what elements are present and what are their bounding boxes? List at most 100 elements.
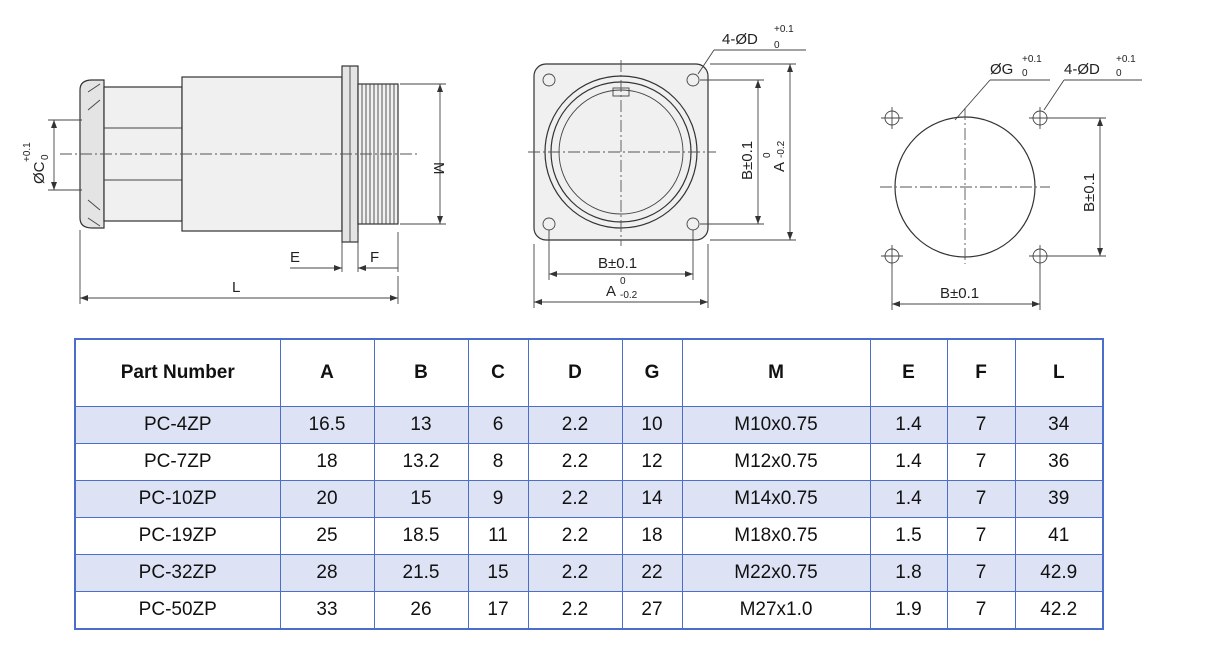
table-cell: 2.2 xyxy=(527,443,623,481)
cutout-g-label: ØG xyxy=(990,61,1013,78)
part-number-cell: PC-10ZP xyxy=(74,480,281,518)
dim-c-tol: +0.1 xyxy=(22,142,33,162)
table-cell: M14x0.75 xyxy=(681,480,871,518)
column-header: F xyxy=(946,338,1016,407)
table-cell: 21.5 xyxy=(373,554,469,592)
front-dim-b-v: B±0.1 xyxy=(739,141,756,180)
table-cell: 9 xyxy=(467,480,529,518)
side-view: ØC +0.1 0 M E F L xyxy=(22,65,447,304)
table-cell: 6 xyxy=(467,406,529,444)
table-cell: 39 xyxy=(1014,480,1104,518)
table-cell: 18 xyxy=(621,517,683,555)
table-cell: 22 xyxy=(621,554,683,592)
table-cell: 42.2 xyxy=(1014,591,1104,630)
column-header: L xyxy=(1014,338,1104,407)
table-cell: 18.5 xyxy=(373,517,469,555)
table-cell: 2.2 xyxy=(527,480,623,518)
table-cell: 1.4 xyxy=(869,443,948,481)
front-hole-label: 4-ØD xyxy=(722,31,758,48)
table-cell: 7 xyxy=(946,554,1016,592)
cutout-hole-tol: +0.1 xyxy=(1116,54,1136,65)
table-cell: 34 xyxy=(1014,406,1104,444)
table-cell: 42.9 xyxy=(1014,554,1104,592)
table-cell: M22x0.75 xyxy=(681,554,871,592)
table-cell: 7 xyxy=(946,443,1016,481)
table-cell: 14 xyxy=(621,480,683,518)
dim-m-label: M xyxy=(430,162,447,175)
table-cell: 7 xyxy=(946,480,1016,518)
table-cell: M12x0.75 xyxy=(681,443,871,481)
dim-f-label: F xyxy=(370,249,379,266)
table-cell: 7 xyxy=(946,591,1016,630)
table-cell: 13 xyxy=(373,406,469,444)
front-view: 4-ØD +0.1 0 B±0.1 A 0 -0.2 B±0.1 A 0 -0. xyxy=(528,24,806,308)
column-header: C xyxy=(467,338,529,407)
table-cell: 13.2 xyxy=(373,443,469,481)
table-cell: 17 xyxy=(467,591,529,630)
front-dim-b-h: B±0.1 xyxy=(598,255,637,272)
table-cell: 33 xyxy=(279,591,375,630)
table-cell: 7 xyxy=(946,406,1016,444)
front-dim-a-h-tol2: -0.2 xyxy=(620,290,638,301)
column-header: Part Number xyxy=(74,338,281,407)
table-cell: 2.2 xyxy=(527,591,623,630)
front-dim-a-h: A xyxy=(606,283,616,300)
table-cell: 18 xyxy=(279,443,375,481)
cutout-g-tol2: 0 xyxy=(1022,68,1028,79)
column-header: M xyxy=(681,338,871,407)
part-number-cell: PC-50ZP xyxy=(74,591,281,630)
table-cell: 1.4 xyxy=(869,480,948,518)
cutout-dim-b-v: B±0.1 xyxy=(1081,173,1098,212)
dim-l-label: L xyxy=(232,279,240,296)
front-dim-a-v: A xyxy=(771,162,788,172)
table-cell: 1.9 xyxy=(869,591,948,630)
table-cell: 26 xyxy=(373,591,469,630)
part-number-cell: PC-32ZP xyxy=(74,554,281,592)
dim-c-label: ØC xyxy=(31,161,48,184)
part-number-cell: PC-7ZP xyxy=(74,443,281,481)
table-cell: 2.2 xyxy=(527,406,623,444)
cutout-hole-label: 4-ØD xyxy=(1064,61,1100,78)
cutout-dim-b-h: B±0.1 xyxy=(940,285,979,302)
table-cell: 2.2 xyxy=(527,517,623,555)
table-cell: 10 xyxy=(621,406,683,444)
technical-drawing: ØC +0.1 0 M E F L xyxy=(22,24,1142,310)
table-cell: 12 xyxy=(621,443,683,481)
table-cell: 28 xyxy=(279,554,375,592)
table-cell: M10x0.75 xyxy=(681,406,871,444)
table-cell: 7 xyxy=(946,517,1016,555)
front-hole-tol: +0.1 xyxy=(774,24,794,35)
table-cell: 15 xyxy=(467,554,529,592)
column-header: A xyxy=(279,338,375,407)
column-header: B xyxy=(373,338,469,407)
table-cell: 25 xyxy=(279,517,375,555)
table-cell: 36 xyxy=(1014,443,1104,481)
table-cell: 8 xyxy=(467,443,529,481)
panel-cutout-view: ØG +0.1 0 4-ØD +0.1 0 B±0.1 B±0.1 xyxy=(880,54,1142,310)
table-cell: M18x0.75 xyxy=(681,517,871,555)
front-dim-a-h-tol1: 0 xyxy=(620,276,626,287)
dim-e-label: E xyxy=(290,249,300,266)
part-number-cell: PC-19ZP xyxy=(74,517,281,555)
table-cell: 1.8 xyxy=(869,554,948,592)
part-number-cell: PC-4ZP xyxy=(74,406,281,444)
table-cell: 27 xyxy=(621,591,683,630)
cutout-g-tol: +0.1 xyxy=(1022,54,1042,65)
table-cell: 1.5 xyxy=(869,517,948,555)
table-cell: 16.5 xyxy=(279,406,375,444)
table-cell: 15 xyxy=(373,480,469,518)
cutout-hole-tol2: 0 xyxy=(1116,68,1122,79)
column-header: D xyxy=(527,338,623,407)
column-header: E xyxy=(869,338,948,407)
front-dim-a-v-tol2: -0.2 xyxy=(776,140,787,158)
table-cell: 20 xyxy=(279,480,375,518)
table-cell: 11 xyxy=(467,517,529,555)
column-header: G xyxy=(621,338,683,407)
